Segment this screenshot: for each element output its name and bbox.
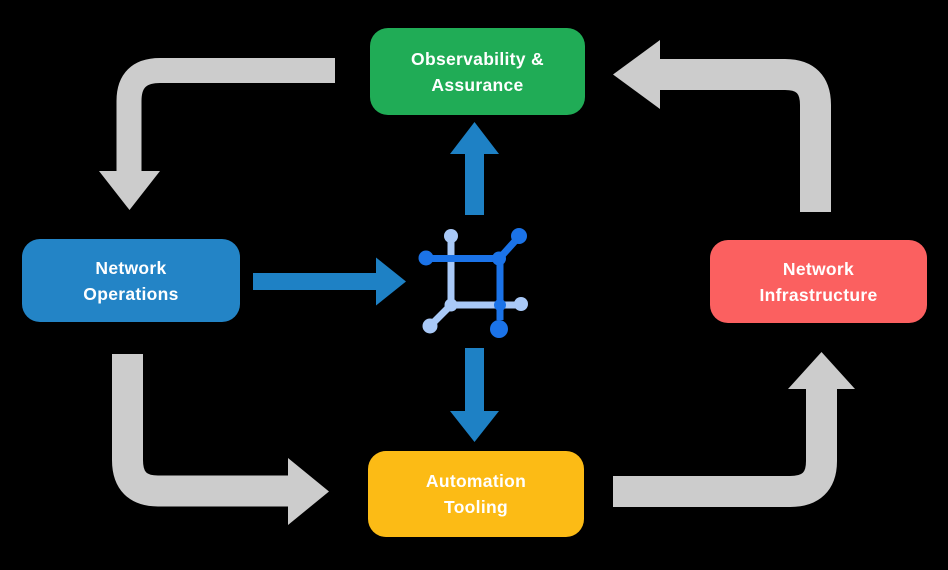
node-label-line: Network: [95, 257, 167, 278]
node-label-line: Network: [782, 258, 855, 279]
node-network-operations: Network Operations: [22, 239, 240, 322]
cycle-arrow-operations-to-automation: [112, 354, 329, 525]
cycle-arrow-infrastructure-to-observability: [613, 40, 831, 212]
network-platform-icon: [418, 228, 528, 338]
flow-arrow-operations-to-platform: [253, 257, 406, 306]
node-label-line: Observability &: [411, 48, 544, 69]
node-label-line: Infrastructure: [759, 284, 878, 305]
node-observability-assurance: Observability & Assurance: [370, 28, 585, 115]
cycle-arrow-automation-to-infrastructure: [613, 352, 855, 507]
node-label-line: Operations: [83, 283, 179, 304]
flow-arrow-platform-to-automation: [450, 348, 499, 442]
cycle-arrow-observability-to-operations: [99, 58, 335, 210]
node-label-line: Automation: [425, 471, 527, 491]
node-label-line: Assurance: [431, 74, 524, 95]
node-automation-tooling: Automation Tooling: [368, 451, 584, 537]
node-network-infrastructure: Network Infrastructure: [710, 240, 927, 323]
flow-arrow-platform-to-observability: [450, 122, 499, 215]
node-label-line: Tooling: [444, 497, 508, 517]
